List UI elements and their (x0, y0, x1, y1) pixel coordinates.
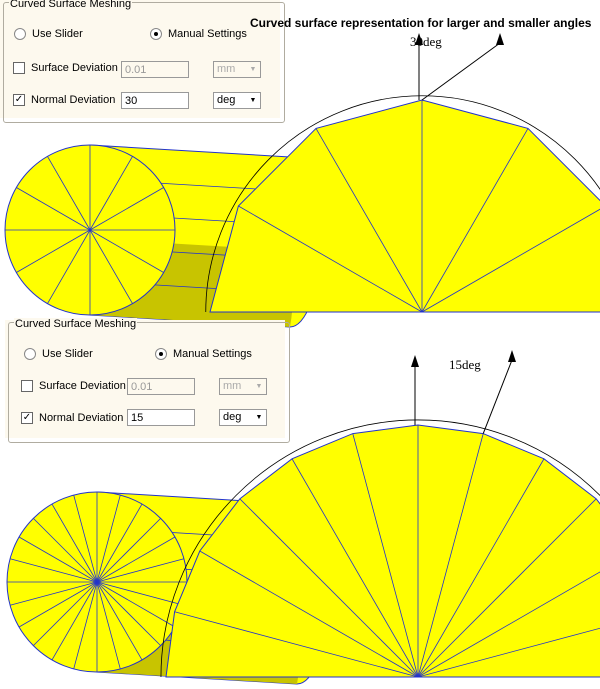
mesh-edge (89, 229, 133, 304)
manual-settings-radio[interactable]: Manual Settings (155, 348, 252, 360)
normal-line (417, 433, 484, 678)
mesh-edge (96, 581, 121, 670)
mesh-edge (89, 187, 164, 231)
normal-deviation-checkbox[interactable]: ✓Normal Deviation (21, 412, 124, 424)
surface-deviation-checkbox[interactable]: Surface Deviation (21, 380, 126, 392)
mesh-edge (89, 229, 164, 273)
true-arc (205, 95, 600, 313)
arrowhead-icon (415, 33, 423, 45)
manual-settings-radio[interactable]: Manual Settings (150, 28, 247, 40)
normal-line (291, 458, 419, 678)
mesh-edge (96, 581, 143, 661)
mesh-edge (18, 536, 98, 583)
meshing-panel-15: Curved Surface Meshing Use Slider Manual… (5, 318, 290, 443)
mesh-edge (96, 581, 161, 646)
mesh-edge (73, 494, 98, 583)
angle-label-30: 30deg (410, 34, 442, 49)
faceted-arc (165, 424, 600, 678)
normal-deviation-checkbox[interactable]: ✓Normal Deviation (13, 94, 116, 106)
mesh-edge (96, 494, 121, 583)
mesh-edge (96, 536, 176, 583)
mesh-edge (9, 581, 98, 606)
arc-fan-30deg (205, 33, 600, 313)
normal-line (174, 611, 419, 678)
mesh-edge (51, 581, 98, 661)
normal-line (417, 498, 597, 678)
normal-line (417, 458, 545, 678)
mesh-edge (16, 187, 91, 231)
mesh-edge (47, 156, 91, 231)
normal-line (421, 128, 529, 313)
normal-deviation-input[interactable]: 15 (127, 409, 195, 426)
mesh-edge (73, 581, 98, 670)
normal-line (238, 205, 423, 313)
mesh-edge (9, 558, 98, 583)
normal-unit-select[interactable]: deg▼ (219, 409, 267, 426)
mesh-edge (96, 558, 185, 583)
mesh-edge (96, 581, 185, 606)
normal-arrow (482, 359, 513, 434)
arc-fan-15deg (160, 350, 600, 678)
normal-line (352, 433, 419, 678)
normal-arrow (421, 42, 501, 101)
mesh-edge (96, 503, 143, 583)
arrowhead-icon (508, 350, 516, 362)
mesh-edge (33, 518, 98, 583)
mesh-edge (47, 229, 91, 304)
panel-legend: Curved Surface Meshing (14, 318, 138, 330)
true-arc (160, 419, 600, 678)
normal-line (239, 498, 419, 678)
surface-deviation-checkbox[interactable]: Surface Deviation (13, 62, 118, 74)
mesh-edge (96, 518, 161, 583)
normal-line (417, 627, 600, 678)
normal-line (421, 208, 600, 313)
figure-title: Curved surface representation for larger… (250, 16, 592, 30)
mesh-edge (89, 156, 133, 231)
normal-deviation-input[interactable]: 30 (121, 92, 189, 109)
mesh-edge (96, 581, 176, 628)
panel-legend: Curved Surface Meshing (9, 0, 133, 10)
angle-label-15: 15deg (449, 357, 481, 372)
mesh-edge (51, 503, 98, 583)
use-slider-radio[interactable]: Use Slider (24, 348, 93, 360)
mesh-edge (18, 581, 98, 628)
surface-unit-select[interactable]: mm▼ (219, 378, 267, 395)
meshing-panel-30: Curved Surface Meshing Use Slider Manual… (0, 0, 285, 123)
arrowhead-icon (496, 33, 504, 45)
normal-line (315, 128, 423, 313)
use-slider-radio[interactable]: Use Slider (14, 28, 83, 40)
normal-line (199, 550, 419, 678)
surface-unit-select[interactable]: mm▼ (213, 61, 261, 78)
mesh-edge (33, 581, 98, 646)
surface-deviation-input[interactable]: 0.01 (121, 61, 189, 78)
mesh-edge (16, 229, 91, 273)
surface-deviation-input[interactable]: 0.01 (127, 378, 195, 395)
arrowhead-icon (411, 355, 419, 367)
normal-unit-select[interactable]: deg▼ (213, 92, 261, 109)
